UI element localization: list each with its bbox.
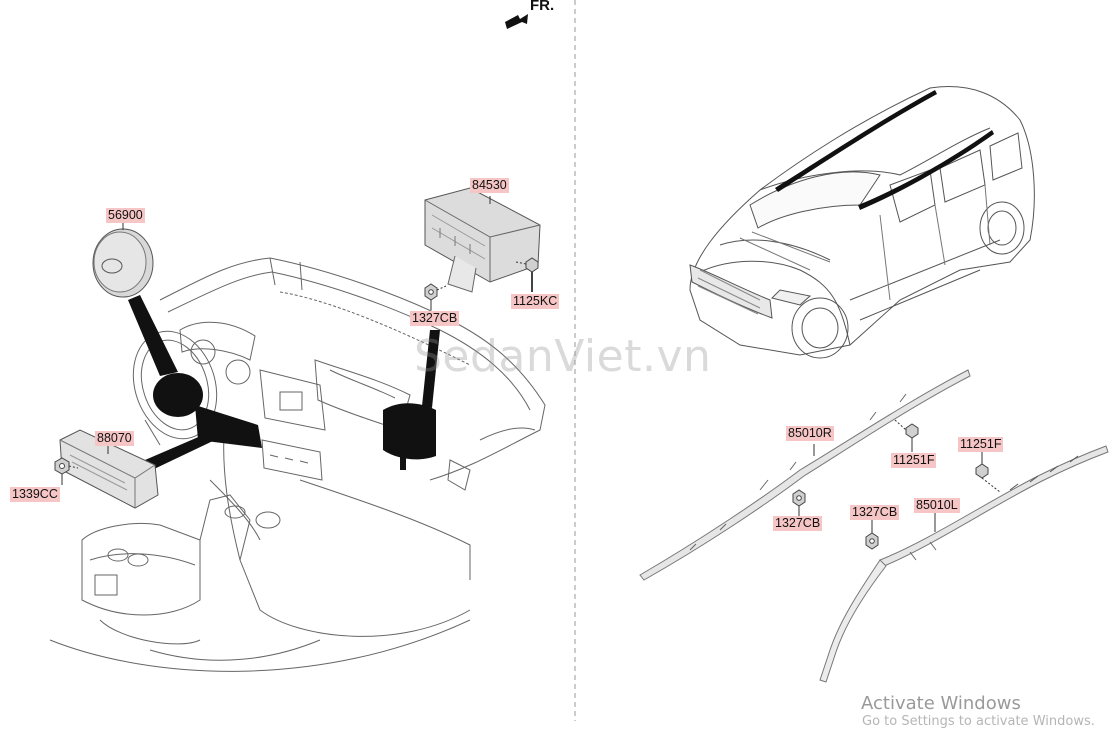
front-arrow-icon — [505, 14, 528, 29]
curtain-airbag-left-installed — [858, 130, 994, 210]
activate-windows-subtitle: Go to Settings to activate Windows. — [862, 714, 1095, 729]
bolt-11251f-right — [975, 452, 1001, 493]
driver-airbag-module — [92, 222, 154, 298]
front-direction-label: FR. — [530, 0, 555, 14]
part-label-1327cb-left[interactable]: 1327CB — [410, 311, 460, 326]
part-label-85010r[interactable]: 85010R — [786, 426, 834, 441]
part-label-88070[interactable]: 88070 — [95, 431, 134, 446]
part-label-1339cc[interactable]: 1339CC — [10, 487, 60, 502]
part-label-85010l[interactable]: 85010L — [914, 498, 960, 513]
part-label-1327cb-middle[interactable]: 1327CB — [773, 516, 823, 531]
passenger-airbag-module — [424, 187, 541, 293]
nut-1327cb-right — [865, 520, 879, 550]
part-label-56900[interactable]: 56900 — [106, 208, 145, 223]
part-label-84530[interactable]: 84530 — [470, 178, 509, 193]
part-label-11251f-upper[interactable]: 11251F — [891, 453, 937, 468]
knee-airbag-module — [59, 429, 159, 509]
curtain-airbag-right-installed — [775, 90, 937, 192]
leader-84530 — [422, 330, 440, 408]
activate-windows-title: Activate Windows — [861, 693, 1021, 714]
curtain-airbag-85010l — [819, 445, 1109, 683]
driver-airbag-installed — [153, 373, 203, 417]
part-label-1327cb-right[interactable]: 1327CB — [850, 505, 900, 520]
passenger-airbag-installed — [383, 403, 436, 460]
leader-88070 — [145, 432, 215, 470]
watermark-text: SedanViet.vn — [414, 331, 712, 382]
nut-1327cb-middle — [792, 489, 806, 516]
curtain-airbag-85010r — [639, 369, 971, 581]
part-label-1125kc[interactable]: 1125KC — [511, 294, 560, 309]
vehicle-drawing — [689, 86, 1035, 359]
part-label-11251f-right[interactable]: 11251F — [958, 437, 1004, 452]
nut-1339cc — [54, 457, 79, 485]
nut-1327cb-left — [424, 283, 447, 310]
leader-56900 — [128, 295, 178, 376]
bolt-11251f-upper — [894, 419, 919, 452]
bolt-1125kc — [515, 257, 539, 292]
